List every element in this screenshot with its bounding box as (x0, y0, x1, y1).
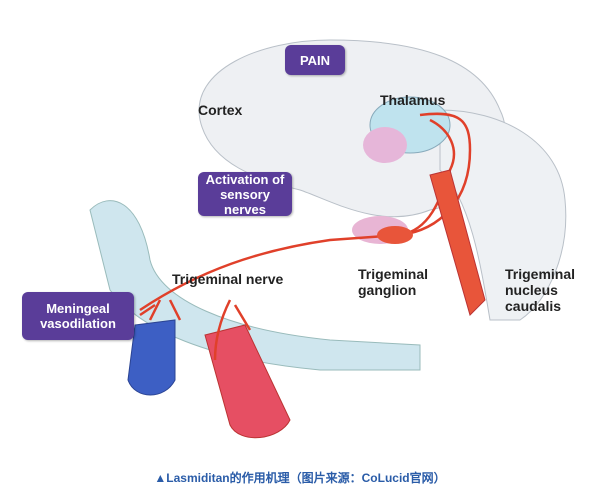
trigeminal-nerve-label: Trigeminal nerve (172, 271, 284, 287)
trigeminal-nucleus-label: Trigeminal nucleus caudalis (505, 266, 576, 314)
red-vessel (204, 324, 291, 439)
trigeminal-ganglion-label: Trigeminal ganglion (358, 266, 429, 298)
trigeminal-nucleus-shape (429, 169, 486, 316)
thalamus-label: Thalamus (380, 92, 446, 108)
blue-vessel (127, 319, 176, 396)
pain-box: PAIN (285, 45, 345, 75)
figure-caption: ▲Lasmiditan的作用机理（图片来源：CoLucid官网） (154, 471, 446, 485)
meningeal-box: Meningeal vasodilation (22, 292, 134, 340)
brainstem-shape (439, 109, 567, 321)
pink-region (363, 127, 407, 163)
cortex-label: Cortex (198, 102, 243, 118)
nerve-paths (139, 112, 472, 361)
ganglion-shape (377, 226, 413, 244)
activation-box: Activation of sensory nerves (198, 172, 292, 217)
